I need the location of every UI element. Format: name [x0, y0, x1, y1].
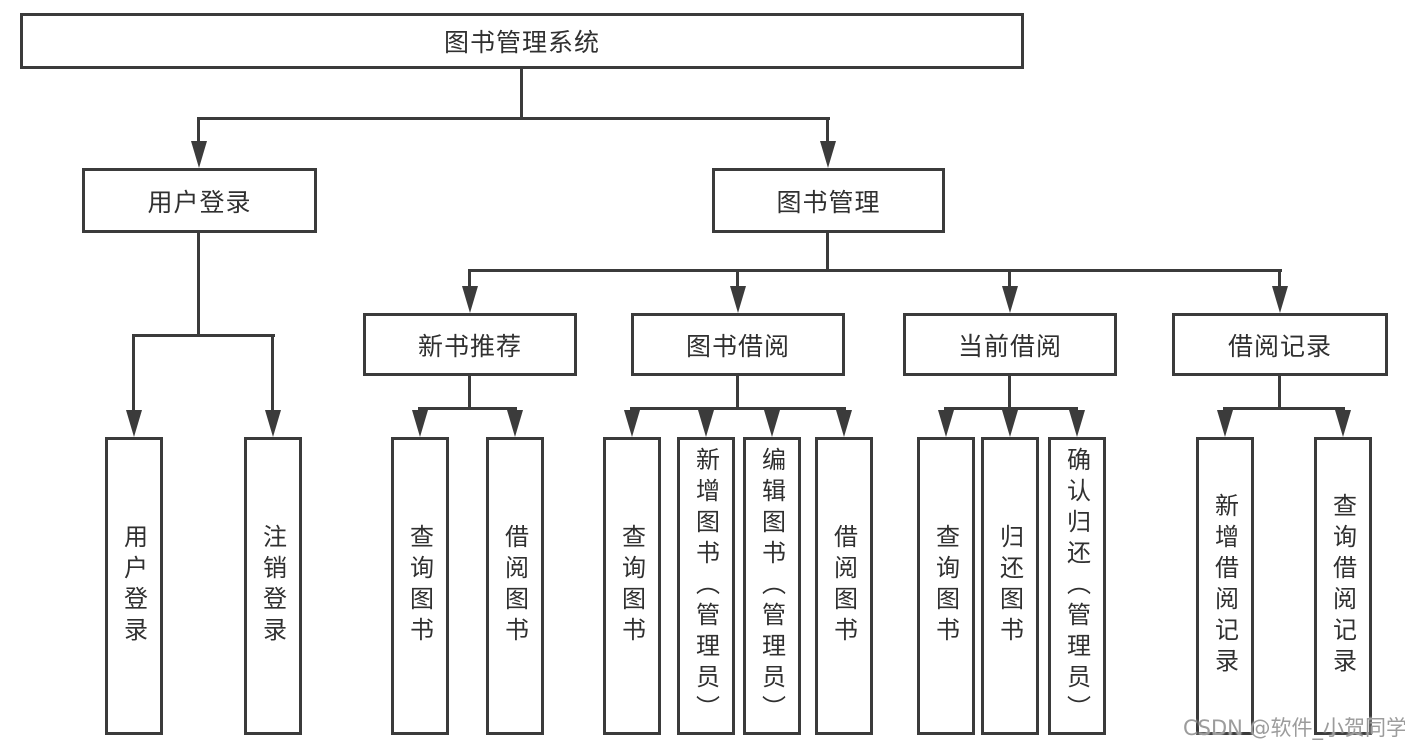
connector-line [132, 334, 275, 337]
connector-line [826, 233, 829, 272]
leaf-edit-books-admin: 编辑图书（管理员） [743, 437, 801, 735]
node-new-book-recommend-label: 新书推荐 [417, 331, 522, 361]
node-root-label: 图书管理系统 [443, 28, 600, 57]
leaf-query-borrow-record: 查询借阅记录 [1314, 437, 1372, 735]
leaf-logout: 注销登录 [244, 437, 302, 735]
arrow-down-icon [1002, 410, 1018, 437]
arrow-down-icon [191, 141, 207, 168]
leaf-logout-label: 注销登录 [258, 524, 287, 648]
node-root-system: 图书管理系统 [20, 13, 1024, 69]
arrow-down-icon [1272, 286, 1288, 313]
leaf-borrow-books-recommend-label: 借阅图书 [500, 524, 529, 648]
leaf-add-borrow-record: 新增借阅记录 [1196, 437, 1254, 735]
connector-line [197, 117, 830, 120]
connector-line [197, 118, 200, 142]
arrow-down-icon [698, 410, 714, 437]
node-current-borrowing-label: 当前借阅 [957, 331, 1062, 361]
leaf-query-books-current-label: 查询图书 [931, 524, 960, 648]
leaf-edit-books-admin-label: 编辑图书（管理员） [757, 446, 786, 726]
arrow-down-icon [820, 141, 836, 168]
node-current-borrowing: 当前借阅 [903, 313, 1117, 376]
arrow-down-icon [1002, 286, 1018, 313]
connector-line [468, 376, 471, 409]
arrow-down-icon [507, 410, 523, 437]
leaf-add-books-admin: 新增图书（管理员） [677, 437, 735, 735]
connector-line [520, 69, 523, 120]
connector-line [418, 407, 517, 410]
node-book-management: 图书管理 [712, 168, 945, 233]
leaf-query-books-borrowing-label: 查询图书 [617, 524, 646, 648]
connector-line [271, 335, 274, 411]
arrow-down-icon [624, 410, 640, 437]
leaf-user-login: 用户登录 [105, 437, 163, 735]
node-new-book-recommend: 新书推荐 [363, 313, 577, 376]
leaf-add-borrow-record-label: 新增借阅记录 [1210, 493, 1239, 679]
leaf-query-books-recommend: 查询图书 [391, 437, 449, 735]
leaf-return-books-label: 归还图书 [995, 524, 1024, 648]
connector-line [1008, 270, 1011, 287]
leaf-borrow-books-label: 借阅图书 [829, 524, 858, 648]
leaf-user-login-label: 用户登录 [119, 524, 148, 648]
connector-line [132, 335, 135, 411]
arrow-down-icon [265, 410, 281, 437]
node-book-borrowing: 图书借阅 [631, 313, 845, 376]
node-user-login: 用户登录 [82, 168, 317, 233]
connector-line [736, 376, 739, 409]
leaf-confirm-return-admin-label: 确认归还（管理员） [1062, 446, 1091, 726]
leaf-return-books: 归还图书 [981, 437, 1039, 735]
node-borrow-records-label: 借阅记录 [1227, 331, 1332, 361]
connector-line [1008, 376, 1011, 409]
leaf-query-borrow-record-label: 查询借阅记录 [1328, 493, 1357, 679]
arrow-down-icon [1069, 410, 1085, 437]
arrow-down-icon [462, 286, 478, 313]
arrow-down-icon [764, 410, 780, 437]
node-book-borrowing-label: 图书借阅 [685, 331, 790, 361]
arrow-down-icon [1217, 410, 1233, 437]
connector-line [1223, 407, 1345, 410]
connector-line [630, 407, 846, 410]
node-user-login-label: 用户登录 [147, 187, 252, 217]
arrow-down-icon [1335, 410, 1351, 437]
leaf-query-books-current: 查询图书 [917, 437, 975, 735]
arrow-down-icon [836, 410, 852, 437]
leaf-query-books-borrowing: 查询图书 [603, 437, 661, 735]
connector-line [197, 233, 200, 337]
connector-line [468, 269, 1282, 272]
connector-line [944, 407, 1078, 410]
connector-line [736, 270, 739, 287]
connector-line [468, 270, 471, 287]
node-borrow-records: 借阅记录 [1172, 313, 1388, 376]
connector-line [1278, 270, 1281, 287]
leaf-query-books-recommend-label: 查询图书 [405, 524, 434, 648]
leaf-confirm-return-admin: 确认归还（管理员） [1048, 437, 1106, 735]
node-book-management-label: 图书管理 [776, 187, 881, 217]
connector-line [1278, 376, 1281, 409]
leaf-add-books-admin-label: 新增图书（管理员） [691, 446, 720, 726]
arrow-down-icon [938, 410, 954, 437]
arrow-down-icon [412, 410, 428, 437]
leaf-borrow-books-recommend: 借阅图书 [486, 437, 544, 735]
arrow-down-icon [730, 286, 746, 313]
leaf-borrow-books: 借阅图书 [815, 437, 873, 735]
connector-line [826, 118, 829, 142]
arrow-down-icon [126, 410, 142, 437]
csdn-watermark: CSDN @软件_小贺同学 [1183, 716, 1405, 740]
